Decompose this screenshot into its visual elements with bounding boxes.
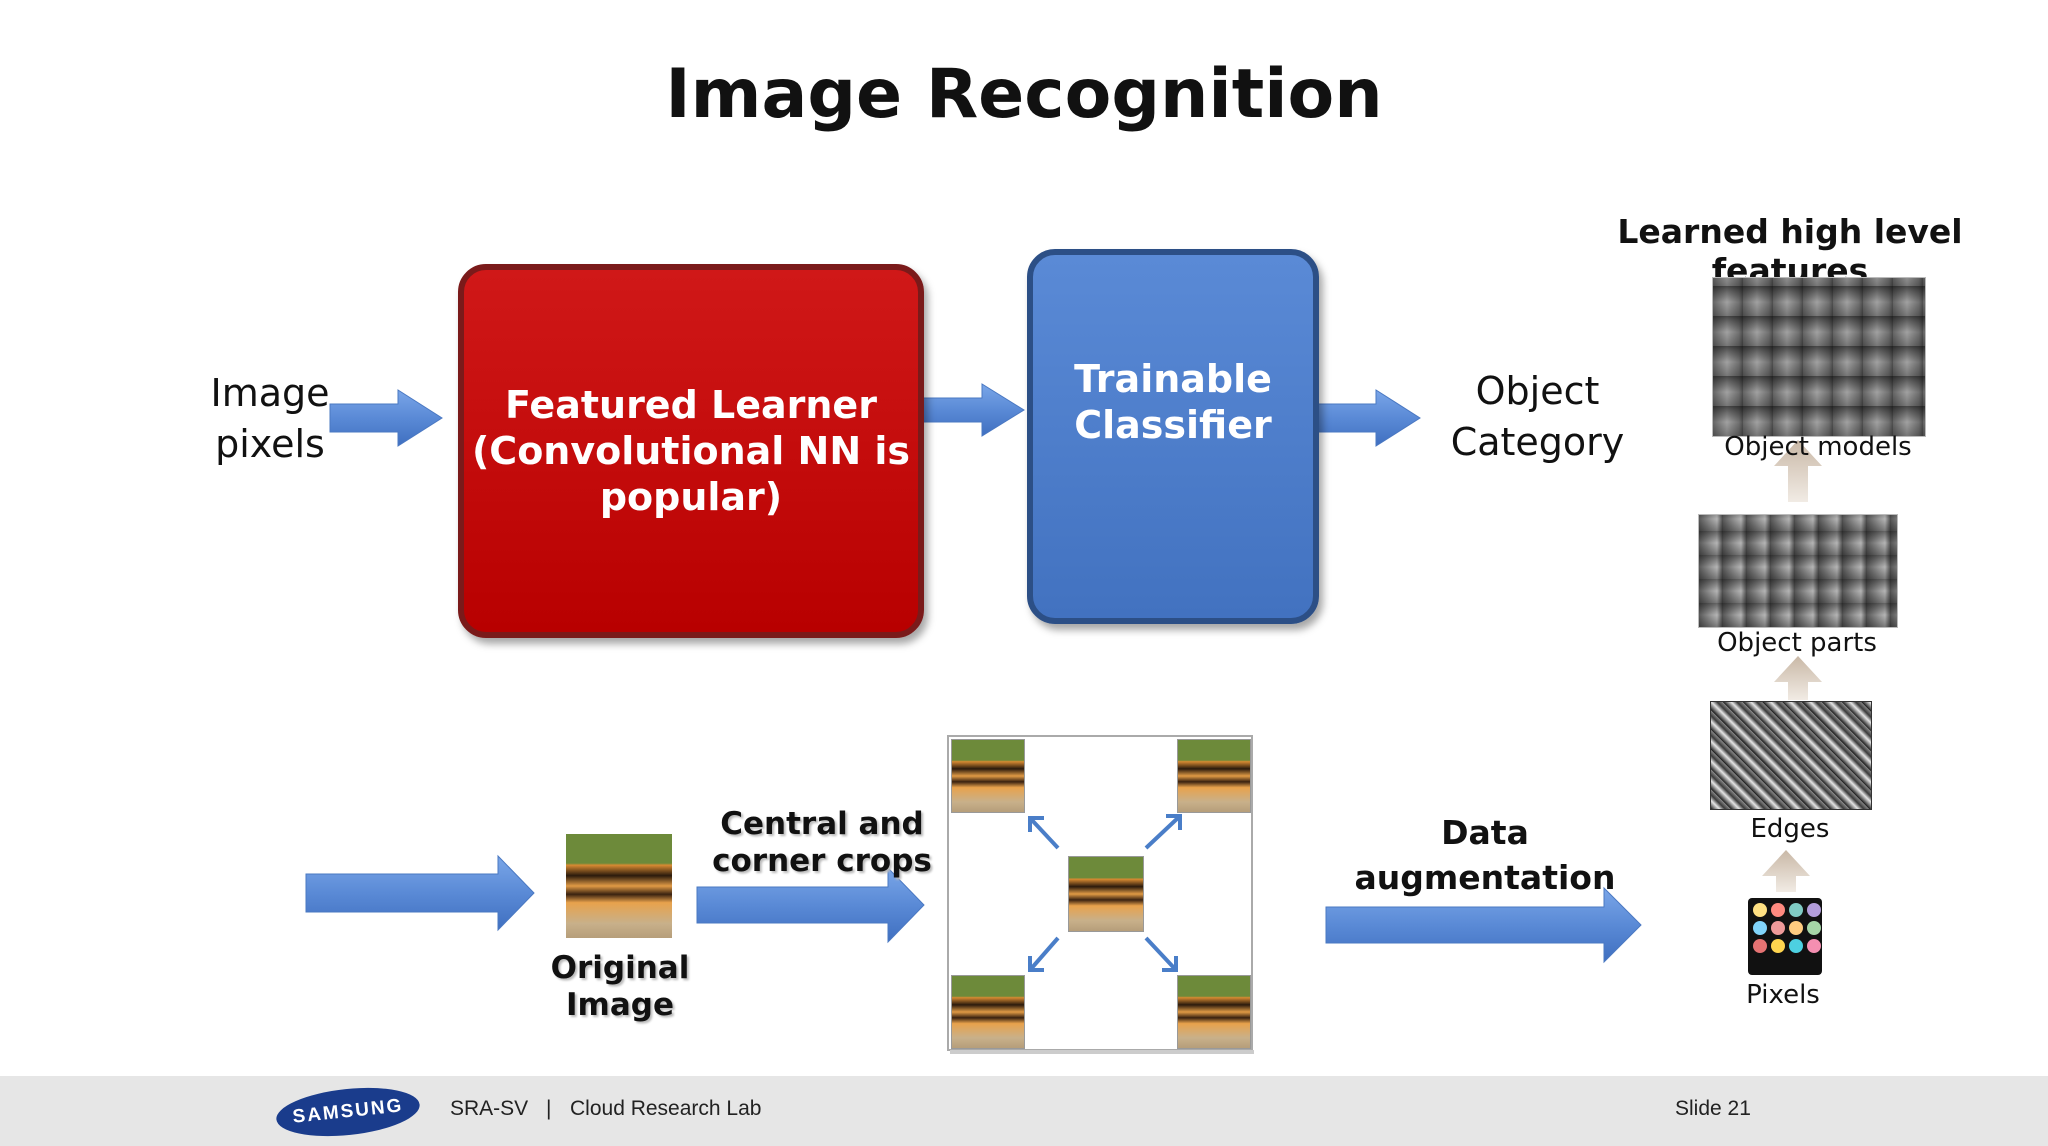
learner-line3: popular) <box>599 475 783 519</box>
crop-top-left <box>951 739 1025 813</box>
arrow-classifier-to-category <box>1309 389 1421 447</box>
crops-line1: Central and <box>720 806 924 842</box>
up-arrow-2 <box>1774 656 1822 700</box>
arrow-pixels-to-learner <box>329 389 443 447</box>
object-parts-image <box>1698 514 1898 628</box>
data-aug-line1: Data <box>1441 813 1529 852</box>
footer-lab: Cloud Research Lab <box>570 1097 762 1120</box>
crop-top-right <box>1177 739 1251 813</box>
image-pixels-label: Image pixels <box>190 368 350 470</box>
learner-line2: (Convolutional NN is <box>471 429 911 473</box>
data-aug-line2: augmentation <box>1354 858 1616 897</box>
up-arrow-1 <box>1774 440 1822 502</box>
footer-org: SRA-SV <box>450 1097 529 1120</box>
edges-label: Edges <box>1750 814 1830 844</box>
original-image-label: Original Image <box>540 950 700 1024</box>
object-category-line1: Object <box>1475 369 1600 413</box>
object-models-image <box>1712 277 1926 437</box>
pixels-image <box>1748 898 1822 975</box>
crops-label: Central and corner crops <box>700 806 944 880</box>
original-line2: Image <box>566 987 674 1023</box>
crop-bottom-left <box>951 975 1025 1049</box>
footer-separator: | <box>546 1097 552 1120</box>
arrow-learner-to-classifier <box>914 383 1025 437</box>
samsung-logo-text: SAMSUNG <box>291 1095 405 1128</box>
crops-line2: corner crops <box>712 843 932 879</box>
original-line1: Original <box>550 950 690 986</box>
classifier-line1: Trainable <box>1074 356 1272 401</box>
up-arrow-3 <box>1762 850 1810 892</box>
crop-direction-arrows <box>1028 814 1182 972</box>
object-models-label: Object models <box>1724 432 1912 462</box>
data-augmentation-label: Data augmentation <box>1340 810 1630 900</box>
learner-line1: Featured Learner <box>505 383 877 427</box>
crop-center <box>1068 856 1144 932</box>
pixels-label: Pixels <box>1746 980 1820 1010</box>
arrow-data-augmentation <box>1325 886 1642 964</box>
edges-image <box>1710 701 1872 810</box>
arrow-original-to-crops <box>696 866 925 944</box>
slide-title: Image Recognition <box>665 55 1383 134</box>
object-parts-label: Object parts <box>1717 628 1877 658</box>
image-pixels-line1: Image <box>210 371 330 415</box>
object-category-line2: Category <box>1450 420 1625 464</box>
image-pixels-line2: pixels <box>215 422 325 466</box>
original-image <box>566 834 672 938</box>
trainable-classifier-box: Trainable Classifier <box>1027 249 1319 624</box>
slide-number: Slide 21 <box>1675 1097 1751 1120</box>
object-category-label: Object Category <box>1440 366 1635 468</box>
arrow-into-original <box>305 854 535 932</box>
featured-learner-box: Featured Learner (Convolutional NN is po… <box>458 264 924 638</box>
classifier-line2: Classifier <box>1074 402 1272 447</box>
crop-bottom-right <box>1177 975 1251 1049</box>
